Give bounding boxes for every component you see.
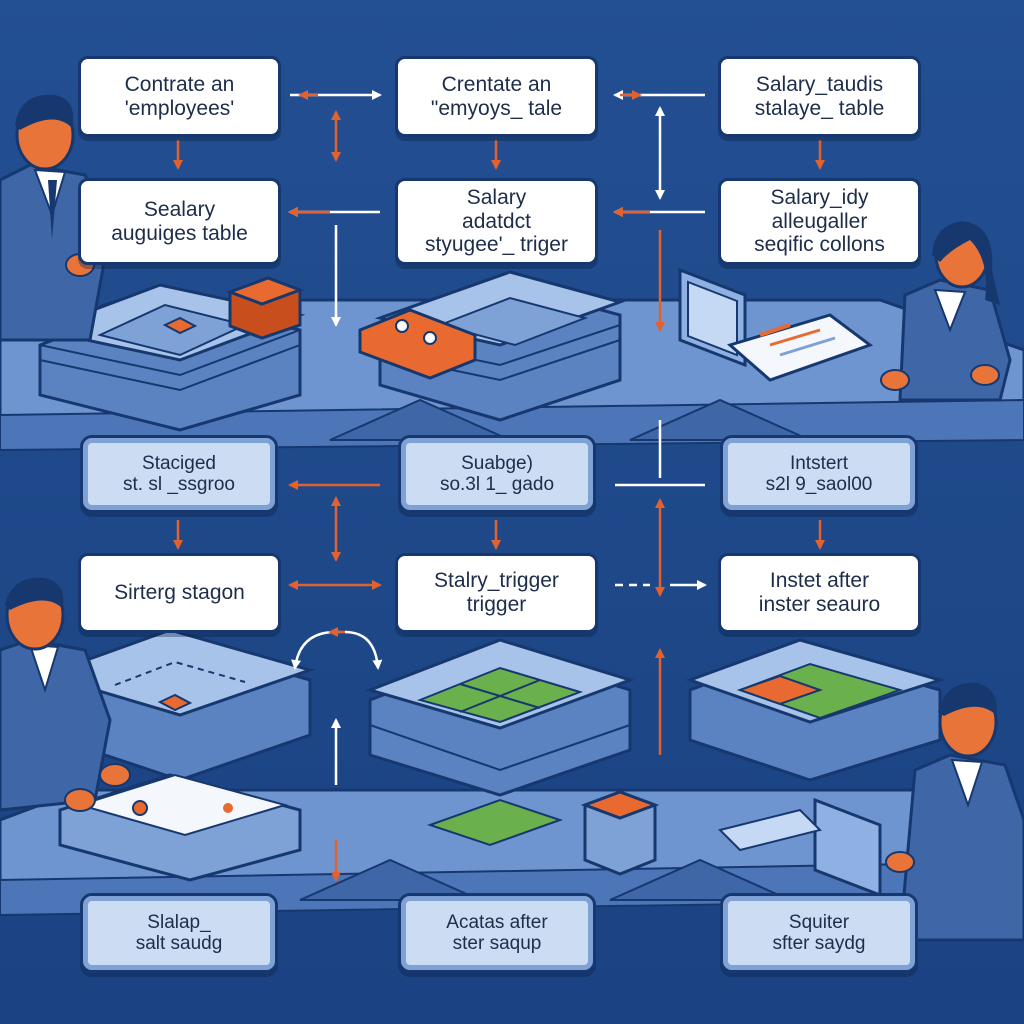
node-squiter: Squiter sfter saydg (720, 893, 918, 973)
node-line: salt saudg (135, 933, 223, 954)
database-table-icon (685, 638, 946, 782)
node-line: Stalry_trigger (434, 569, 559, 593)
businessman-icon (0, 577, 131, 812)
laptop-icon (678, 267, 747, 368)
node-salary-audit-table: Sealary auguiges table (78, 178, 281, 265)
node-staging-2: Suabge) so.3l 1_ gado (398, 435, 596, 513)
node-create-employees-table: Crentate an "emyoys_ tale (395, 56, 598, 137)
laptop-icon (718, 797, 882, 898)
businesswoman-icon (880, 221, 1012, 402)
node-salary-tables: Salary_taudis stalaye_ table (718, 56, 921, 137)
node-line: s2l 9_saol00 (765, 474, 873, 495)
node-actions-after: Acatas after ster saqup (398, 893, 596, 973)
node-staging-3: Sirterg stagon (78, 553, 281, 633)
node-insert-after: Instet after inster seauro (718, 553, 921, 633)
connector-arrows (173, 90, 825, 882)
node-line: "emyoys_ tale (430, 96, 563, 120)
node-line: inster seauro (758, 593, 881, 616)
node-line: trigger (466, 593, 527, 616)
node-line: stalaye_ table (754, 96, 885, 120)
node-line: Suabge) (461, 452, 533, 474)
node-line: seqific collons (754, 233, 885, 257)
database-table-icon (40, 628, 315, 882)
node-line: Acatas after (446, 911, 548, 933)
node-insert-1: Intstert s2l 9_saol00 (720, 435, 918, 513)
node-salary-specific-columns: Salary_idy alleugaller seqific collons (718, 178, 921, 265)
node-line: st. sl _ssgroo (123, 474, 235, 495)
node-line: styugee'_ triger (425, 233, 568, 257)
node-salary-final: Slalap_ salt saudg (80, 893, 278, 973)
node-line: Instet after (769, 569, 870, 593)
node-line: Salary (466, 186, 527, 210)
node-line: Salary_idy (770, 186, 869, 210)
node-line: Contrate an (124, 72, 235, 96)
database-table-icon (358, 270, 625, 422)
node-line: so.3l 1_ gado (439, 474, 555, 495)
node-salary-trigger: Salary adatdct styugee'_ triger (395, 178, 598, 265)
node-line: adatdct (462, 209, 531, 233)
node-create-employees: Contrate an 'employees' (78, 56, 281, 137)
node-line: auguiges table (111, 221, 248, 245)
node-line: Sealary (143, 197, 216, 221)
node-line: Squiter (788, 911, 850, 933)
node-line: Salary_taudis (755, 72, 884, 96)
server-cube-icon (225, 276, 305, 340)
node-line: ster saqup (452, 933, 542, 954)
node-line: 'employees' (124, 96, 235, 120)
document-icon (726, 313, 874, 382)
node-line: alleugaller (771, 209, 868, 233)
node-staging-1: Staciged st. sl _ssgroo (80, 435, 278, 513)
server-cube-icon (580, 790, 660, 876)
node-line: Intstert (789, 452, 849, 474)
database-table-icon (365, 638, 635, 847)
node-line: Sirterg stagon (114, 581, 245, 605)
node-line: Staciged (142, 452, 216, 474)
node-line: Crentate an (441, 72, 552, 96)
node-salary-trigger-2: Stalry_trigger trigger (395, 553, 598, 633)
node-line: sfter saydg (772, 933, 866, 954)
node-line: Slalap_ (147, 911, 211, 933)
